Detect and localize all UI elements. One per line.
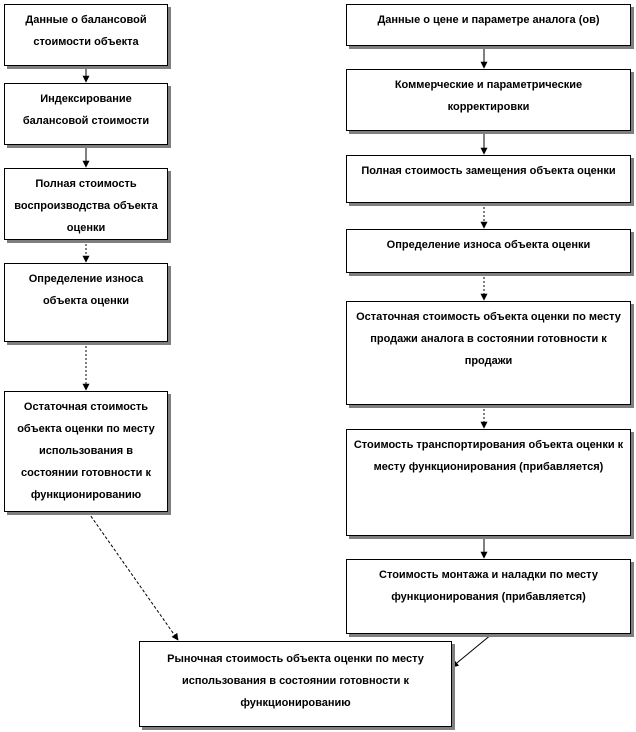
- box-installation-cost: Стоимость монтажа и наладки по месту фун…: [346, 559, 631, 634]
- box-residual-value-sale: Остаточная стоимость объекта оценки по м…: [346, 301, 631, 405]
- box-market-value-result: Рыночная стоимость объекта оценки по мес…: [139, 641, 452, 727]
- box-reproduction-cost: Полная стоимость воспроизводства объекта…: [4, 168, 168, 240]
- box-wear-right: Определение износа объекта оценки: [346, 229, 631, 273]
- arrow-right-7-result: [451, 633, 493, 668]
- box-adjustments: Коммерческие и параметрические корректир…: [346, 69, 631, 131]
- box-balance-value-data: Данные о балансовой стоимости объекта: [4, 4, 168, 66]
- box-replacement-cost: Полная стоимость замещения объекта оценк…: [346, 155, 631, 203]
- box-analog-price-data: Данные о цене и параметре аналога (ов): [346, 4, 631, 46]
- box-transport-cost: Стоимость транспортирования объекта оцен…: [346, 429, 631, 536]
- box-balance-indexing: Индексирование балансовой стоимости: [4, 83, 168, 145]
- box-wear-left: Определение износа объекта оценки: [4, 263, 168, 342]
- arrow-left-5-result: [87, 511, 179, 641]
- box-residual-value-use: Остаточная стоимость объекта оценки по м…: [4, 391, 168, 512]
